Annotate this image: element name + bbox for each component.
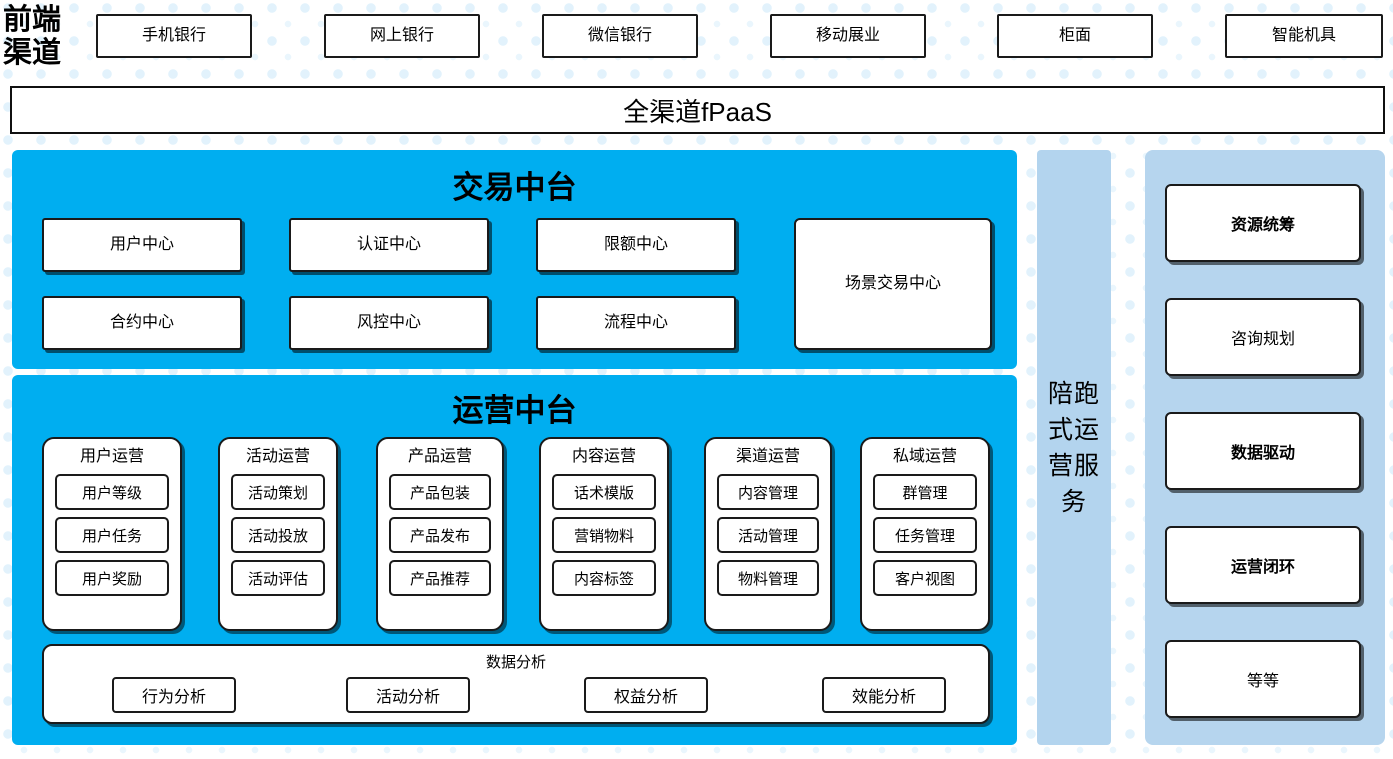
op-column-title: 产品运营: [407, 448, 472, 465]
capability-box-data-driven[interactable]: 数据驱动: [1165, 412, 1361, 490]
data-analysis-title: 数据分析: [485, 654, 546, 671]
op-column-title: 私域运营: [892, 448, 957, 465]
channel-box-online-bank[interactable]: 网上银行: [324, 14, 480, 58]
channel-box-mobile-bank[interactable]: 手机银行: [96, 14, 252, 58]
trade-box-contract-center[interactable]: 合约中心: [42, 296, 242, 350]
channel-box-counter[interactable]: 柜面: [997, 14, 1153, 58]
trade-box-auth-center[interactable]: 认证中心: [289, 218, 489, 272]
da-item-efficiency[interactable]: 效能分析: [822, 677, 946, 713]
op-item[interactable]: 活动投放: [231, 517, 325, 553]
trade-box-scenario-transaction-center[interactable]: 场景交易中心: [794, 218, 992, 350]
trade-box-risk-center[interactable]: 风控中心: [289, 296, 489, 350]
trade-box-user-center[interactable]: 用户中心: [42, 218, 242, 272]
front-channel-label: 前端 渠道: [3, 4, 62, 69]
op-item[interactable]: 内容标签: [552, 560, 656, 596]
op-item[interactable]: 话术模版: [552, 474, 656, 510]
op-item[interactable]: 产品发布: [389, 517, 491, 553]
op-column-user-operation[interactable]: 用户运营 用户等级 用户任务 用户奖励: [42, 437, 182, 631]
capability-box-etc[interactable]: 等等: [1165, 640, 1361, 718]
fpaas-bar[interactable]: 全渠道fPaaS: [10, 86, 1385, 134]
op-item[interactable]: 活动策划: [231, 474, 325, 510]
trade-box-process-center[interactable]: 流程中心: [536, 296, 736, 350]
op-item[interactable]: 客户视图: [873, 560, 977, 596]
op-item[interactable]: 用户任务: [55, 517, 169, 553]
op-item[interactable]: 群管理: [873, 474, 977, 510]
op-item[interactable]: 产品包装: [389, 474, 491, 510]
operation-center-panel: 运营中台 用户运营 用户等级 用户任务 用户奖励 活动运营 活动策划 活动投放 …: [12, 375, 1017, 745]
op-item[interactable]: 物料管理: [717, 560, 819, 596]
op-item[interactable]: 活动管理: [717, 517, 819, 553]
capability-panel: 资源统筹 咨询规划 数据驱动 运营闭环 等等: [1145, 150, 1385, 745]
channel-box-mobile-field[interactable]: 移动展业: [770, 14, 926, 58]
trade-center-title: 交易中台: [452, 170, 577, 205]
da-item-rights[interactable]: 权益分析: [584, 677, 708, 713]
da-item-behavior[interactable]: 行为分析: [112, 677, 236, 713]
op-column-activity-operation[interactable]: 活动运营 活动策划 活动投放 活动评估: [218, 437, 338, 631]
capability-box-operation-closed-loop[interactable]: 运营闭环: [1165, 526, 1361, 604]
op-column-channel-operation[interactable]: 渠道运营 内容管理 活动管理 物料管理: [704, 437, 832, 631]
op-item[interactable]: 用户奖励: [55, 560, 169, 596]
op-column-title: 用户运营: [79, 448, 144, 465]
op-column-title: 内容运营: [571, 448, 636, 465]
da-item-activity[interactable]: 活动分析: [346, 677, 470, 713]
op-item[interactable]: 营销物料: [552, 517, 656, 553]
op-column-private-domain-operation[interactable]: 私域运营 群管理 任务管理 客户视图: [860, 437, 990, 631]
op-item[interactable]: 任务管理: [873, 517, 977, 553]
channel-box-smart-machine[interactable]: 智能机具: [1225, 14, 1383, 58]
accompanying-operation-service-sidebar: 陪跑式运营服务: [1037, 150, 1111, 745]
op-item[interactable]: 活动评估: [231, 560, 325, 596]
data-analysis-strip: 数据分析 行为分析 活动分析 权益分析 效能分析: [42, 644, 990, 724]
op-column-product-operation[interactable]: 产品运营 产品包装 产品发布 产品推荐: [376, 437, 504, 631]
channel-box-wechat-bank[interactable]: 微信银行: [542, 14, 698, 58]
op-item[interactable]: 内容管理: [717, 474, 819, 510]
trade-box-limit-center[interactable]: 限额中心: [536, 218, 736, 272]
capability-box-consulting-planning[interactable]: 咨询规划: [1165, 298, 1361, 376]
op-item[interactable]: 产品推荐: [389, 560, 491, 596]
op-item[interactable]: 用户等级: [55, 474, 169, 510]
capability-box-resource-coordination[interactable]: 资源统筹: [1165, 184, 1361, 262]
op-column-title: 渠道运营: [735, 448, 800, 465]
op-column-content-operation[interactable]: 内容运营 话术模版 营销物料 内容标签: [539, 437, 669, 631]
trade-center-panel: 交易中台 用户中心 认证中心 限额中心 合约中心 风控中心 流程中心 场景交易中…: [12, 150, 1017, 369]
op-column-title: 活动运营: [245, 448, 310, 465]
operation-center-title: 运营中台: [452, 393, 577, 428]
service-sidebar-label: 陪跑式运营服务: [1047, 379, 1100, 516]
